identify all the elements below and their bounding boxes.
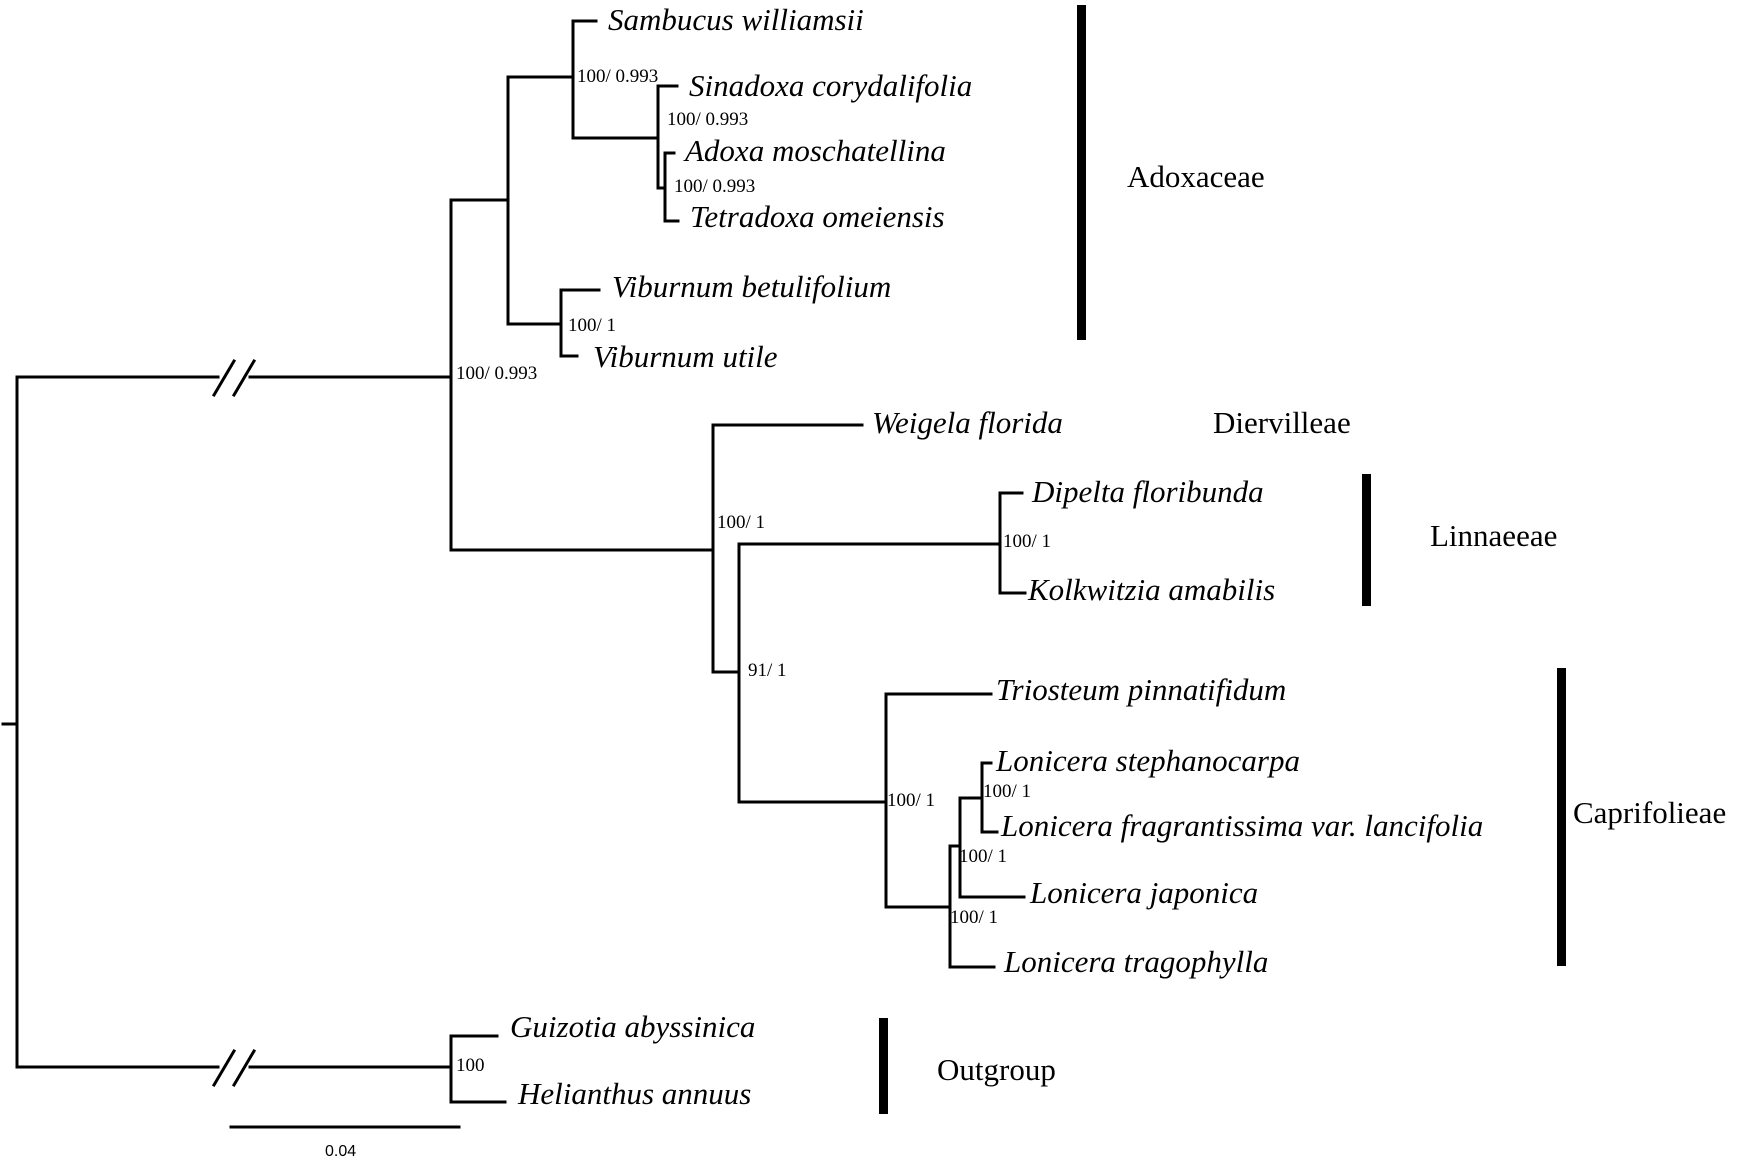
group-label-adoxaceae: Adoxaceae (1127, 159, 1265, 194)
taxon-label: Adoxa moschatellina (683, 133, 946, 168)
scale-bar-label: 0.04 (325, 1143, 356, 1160)
scale-bar: 0.04 (229, 1125, 461, 1160)
tree-branches (1, 19, 1027, 1104)
taxon-label: Viburnum utile (593, 339, 778, 374)
taxon-label: Weigela florida (872, 405, 1063, 440)
support-value: 100/ 0.993 (456, 363, 537, 384)
support-value: 100/ 1 (887, 790, 935, 811)
taxon-labels: Sambucus williamsii Sinadoxa corydalifol… (510, 2, 1483, 1111)
branch-break-marks (211, 358, 257, 1088)
group-label-linnaeeae: Linnaeeae (1430, 518, 1557, 553)
taxon-label: Lonicera japonica (1029, 875, 1258, 910)
taxon-label: Sinadoxa corydalifolia (689, 68, 972, 103)
support-value: 100/ 0.993 (577, 66, 658, 87)
taxon-label: Kolkwitzia amabilis (1027, 572, 1275, 607)
taxon-label: Viburnum betulifolium (612, 269, 891, 304)
taxon-label: Lonicera fragrantissima var. lancifolia (1000, 808, 1483, 843)
taxon-label: Dipelta floribunda (1031, 474, 1264, 509)
group-label-diervilleae: Diervilleae (1213, 405, 1351, 440)
taxon-label: Lonicera tragophylla (1003, 944, 1268, 979)
support-value: 100/ 1 (1003, 531, 1051, 552)
taxon-label: Guizotia abyssinica (510, 1009, 755, 1044)
break-mark (231, 1048, 257, 1088)
support-values: 100/ 0.993 100/ 0.993 100/ 0.993 100/ 1 … (456, 66, 1051, 1076)
taxon-label: Triosteum pinnatifidum (996, 672, 1286, 707)
adoxaceae-bar (1077, 5, 1086, 340)
support-value: 100/ 0.993 (667, 109, 748, 130)
outgroup-bar (879, 1018, 888, 1114)
group-annotations: Adoxaceae Diervilleae Linnaeeae Caprifol… (879, 5, 1726, 1114)
support-value: 100/ 1 (983, 781, 1031, 802)
break-mark (231, 358, 257, 398)
taxon-label: Sambucus williamsii (608, 2, 864, 37)
taxon-label: Tetradoxa omeiensis (690, 199, 945, 234)
break-mark (211, 1048, 237, 1088)
taxon-label: Helianthus annuus (517, 1076, 751, 1111)
support-value: 100/ 1 (950, 907, 998, 928)
support-value: 100/ 1 (568, 315, 616, 336)
group-label-outgroup: Outgroup (937, 1052, 1056, 1087)
taxon-label: Lonicera stephanocarpa (995, 743, 1300, 778)
group-label-caprifolieae: Caprifolieae (1573, 795, 1726, 830)
support-value: 100/ 0.993 (674, 176, 755, 197)
linnaeeae-bar (1362, 474, 1371, 606)
support-value: 91/ 1 (748, 660, 787, 681)
support-value: 100/ 1 (959, 846, 1007, 867)
caprifolieae-bar (1557, 668, 1566, 966)
support-value: 100 (456, 1055, 485, 1076)
break-mark (211, 358, 237, 398)
support-value: 100/ 1 (717, 512, 765, 533)
